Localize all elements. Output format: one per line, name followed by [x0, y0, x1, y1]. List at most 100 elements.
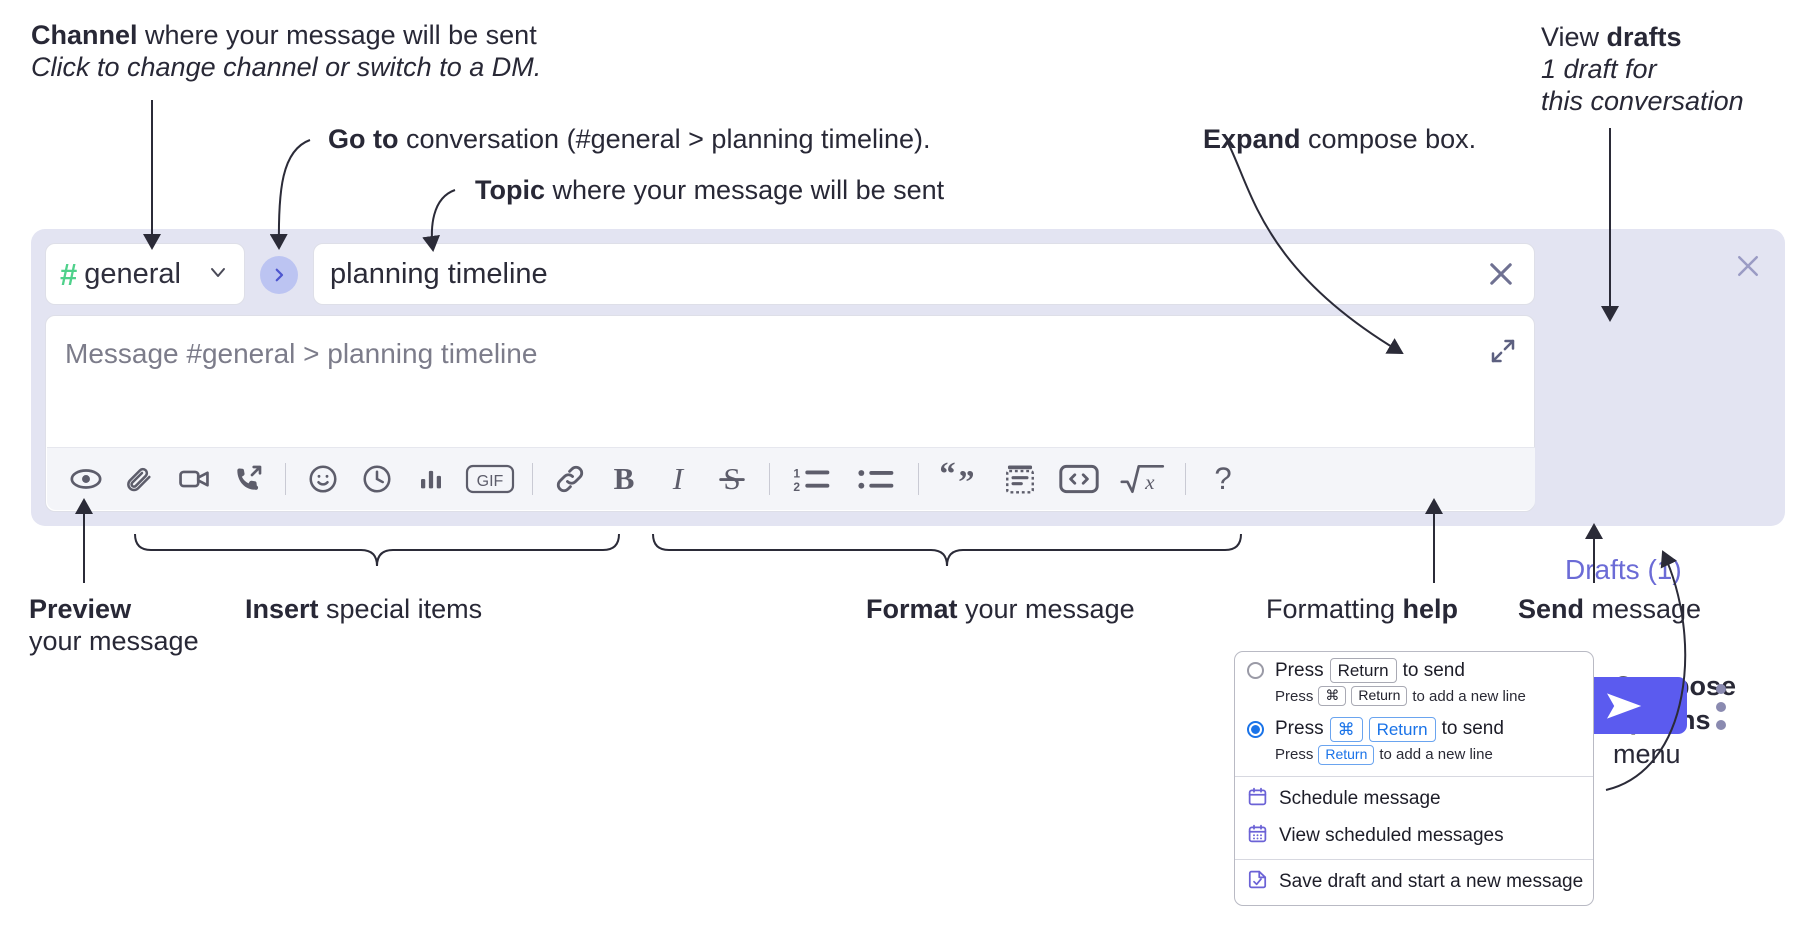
channel-selector[interactable]: # general: [45, 243, 245, 305]
blockquote-icon[interactable]: “ ”: [935, 458, 987, 500]
menu-option-return-to-send[interactable]: Press Return to send: [1235, 652, 1593, 685]
annotation-insert-rest: special items: [318, 594, 483, 624]
toolbar-divider: [285, 463, 286, 495]
topic-input[interactable]: planning timeline: [313, 243, 1535, 305]
svg-text:”: ”: [958, 465, 974, 496]
code-block-icon[interactable]: [999, 458, 1041, 500]
emoji-icon[interactable]: [302, 458, 344, 500]
annotation-preview-bold: Preview: [29, 594, 132, 624]
menu-item-save-draft[interactable]: Save draft and start a new message: [1235, 864, 1593, 905]
compose-options-kebab-icon[interactable]: [1710, 684, 1732, 730]
menu-option-1-subtext: Press ⌘ Return to add a new line: [1235, 685, 1593, 713]
menu-option-2-text: Press ⌘ Return to send: [1275, 716, 1504, 742]
drafts-link[interactable]: Drafts (1): [1565, 554, 1682, 585]
annotation-goto-rest: conversation (#general > planning timeli…: [398, 124, 931, 154]
chevron-down-icon: [206, 260, 230, 289]
svg-text:I: I: [672, 462, 685, 496]
menu-item-label: Save draft and start a new message: [1279, 871, 1584, 892]
bold-icon[interactable]: B: [603, 458, 645, 500]
math-icon[interactable]: x: [1117, 458, 1169, 500]
annotation-expand-bold: Expand: [1203, 124, 1301, 154]
option-2-key-cmd: ⌘: [1329, 716, 1363, 742]
annotation-channel-line2: Click to change channel or switch to a D…: [31, 51, 542, 82]
annotation-drafts-line2: 1 draft for: [1541, 53, 1657, 84]
kebab-dot: [1716, 720, 1726, 730]
message-placeholder: Message #general > planning timeline: [65, 338, 538, 369]
formatting-toolbar: GIF B I S: [47, 447, 1535, 510]
annotation-compose-options-line3: menu: [1613, 738, 1681, 769]
annotation-drafts: View drafts 1 draft for this conversatio…: [1541, 22, 1744, 118]
annotation-channel: Channel where your message will be sent …: [31, 20, 541, 84]
annotation-send-rest: message: [1584, 594, 1702, 624]
kebab-dot: [1716, 684, 1726, 694]
italic-icon[interactable]: I: [657, 458, 699, 500]
brace-format: [652, 533, 1242, 567]
annotation-send: Send message: [1518, 594, 1701, 626]
option-2-sub-key-return: Return: [1318, 745, 1375, 765]
annotation-format-bold: Format: [866, 594, 958, 624]
menu-option-1-text: Press Return to send: [1275, 658, 1465, 684]
close-icon[interactable]: [1733, 251, 1763, 286]
menu-item-label: Schedule message: [1279, 788, 1441, 809]
link-icon[interactable]: [549, 458, 591, 500]
svg-text:B: B: [614, 462, 635, 496]
annotation-insert-bold: Insert: [245, 594, 319, 624]
toolbar-divider: [532, 463, 533, 495]
ordered-list-icon[interactable]: 1 2: [786, 458, 838, 500]
annotation-goto: Go to conversation (#general > planning …: [328, 124, 931, 156]
menu-item-schedule-message[interactable]: Schedule message: [1235, 781, 1593, 818]
compose-options-menu: Press Return to send Press ⌘ Return to a…: [1234, 651, 1594, 906]
annotation-help-rest: Formatting: [1266, 594, 1403, 624]
compose-panel: Drafts (1) # general planning timeline: [31, 229, 1785, 734]
strikethrough-icon[interactable]: S: [711, 458, 753, 500]
goto-conversation-button[interactable]: [260, 256, 298, 294]
option-2-pre: Press: [1275, 718, 1324, 740]
option-1-post: to send: [1402, 659, 1465, 681]
attachment-icon[interactable]: [119, 458, 161, 500]
annotation-insert: Insert special items: [245, 594, 482, 626]
svg-text:2: 2: [793, 480, 800, 494]
annotation-drafts-pre: View: [1541, 22, 1607, 52]
save-draft-icon: [1247, 869, 1268, 896]
clock-icon[interactable]: [356, 458, 398, 500]
code-snippet-icon[interactable]: [1053, 458, 1105, 500]
message-input-area[interactable]: Message #general > planning timeline: [45, 315, 1535, 512]
radio-selected[interactable]: [1247, 720, 1264, 738]
option-1-key-return: Return: [1329, 658, 1397, 684]
topic-value: planning timeline: [330, 257, 548, 290]
svg-text:?: ?: [1214, 462, 1231, 496]
annotation-channel-bold: Channel: [31, 20, 138, 50]
bulleted-list-icon[interactable]: [850, 458, 902, 500]
preview-icon[interactable]: [65, 458, 107, 500]
annotation-topic: Topic where your message will be sent: [475, 175, 944, 207]
option-1-sub-key-return: Return: [1351, 686, 1408, 706]
annotation-goto-bold: Go to: [328, 124, 399, 154]
menu-item-label: View scheduled messages: [1279, 825, 1504, 846]
help-icon[interactable]: ?: [1202, 458, 1244, 500]
annotation-preview-line2: your message: [29, 625, 199, 656]
poll-icon[interactable]: [410, 458, 452, 500]
svg-text:GIF: GIF: [477, 473, 504, 490]
channel-name-label: general: [84, 257, 181, 290]
annotation-channel-rest: where your message will be sent: [137, 20, 537, 50]
radio-unselected[interactable]: [1247, 662, 1264, 680]
clear-topic-icon[interactable]: [1484, 257, 1518, 291]
toolbar-divider: [1185, 463, 1186, 495]
expand-icon[interactable]: [1488, 336, 1518, 371]
option-1-sub-post: to add a new line: [1412, 687, 1526, 705]
audio-call-icon[interactable]: [227, 458, 269, 500]
option-2-key-return: Return: [1368, 716, 1436, 742]
annotation-topic-bold: Topic: [475, 175, 545, 205]
menu-divider: [1235, 858, 1593, 860]
svg-text:“: “: [939, 462, 955, 492]
gif-icon[interactable]: GIF: [464, 458, 516, 500]
video-icon[interactable]: [173, 458, 215, 500]
menu-option-2-subtext: Press Return to add a new line: [1235, 744, 1593, 772]
option-2-sub-pre: Press: [1275, 746, 1314, 764]
menu-item-view-scheduled-messages[interactable]: View scheduled messages: [1235, 818, 1593, 855]
menu-option-cmd-return-to-send[interactable]: Press ⌘ Return to send: [1235, 713, 1593, 744]
option-1-pre: Press: [1275, 659, 1324, 681]
annotation-drafts-bold: drafts: [1606, 22, 1682, 52]
kebab-dot: [1716, 702, 1726, 712]
annotation-help: Formatting help: [1266, 594, 1458, 626]
